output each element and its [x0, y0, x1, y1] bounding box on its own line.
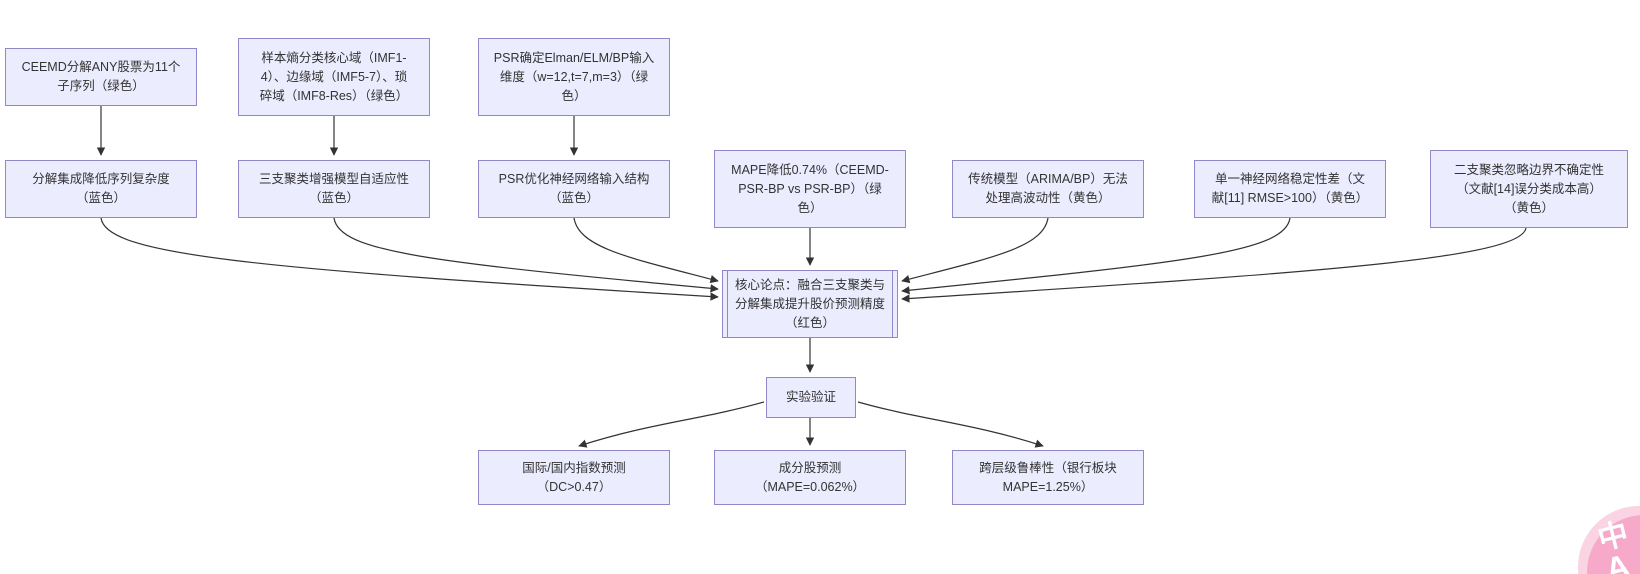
subroutine-left-line [727, 271, 728, 337]
edge-psropt-core [573, 217, 719, 284]
node-psr-input-dimension: PSR确定Elman/ELM/BP输入 维度（w=12,t=7,m=3）（绿 色… [478, 38, 670, 116]
node-index-prediction: 国际/国内指数预测 （DC>0.47） [478, 450, 670, 505]
badge-glyph-a: A [1602, 547, 1634, 574]
edge-threeway-core [333, 217, 719, 293]
core-thesis-label: 核心论点：融合三支聚类与 分解集成提升股价预测精度 （红色） [734, 277, 885, 330]
node-psr-input-structure: PSR优化神经网络输入结构 （蓝色） [478, 160, 670, 218]
edge-experiment-robustness [857, 401, 1044, 448]
edge-decomp-core [100, 217, 719, 301]
node-traditional-model-limits: 传统模型（ARIMA/BP）无法 处理高波动性（黄色） [952, 160, 1144, 218]
node-sample-entropy-domains: 样本熵分类核心域（IMF1- 4）、边缘域（IMF5-7）、琐 碎域（IMF8-… [238, 38, 430, 116]
edge-traditional-core [901, 217, 1049, 284]
node-core-thesis: 核心论点：融合三支聚类与 分解集成提升股价预测精度 （红色） [722, 270, 898, 338]
node-mape-improvement: MAPE降低0.74%（CEEMD- PSR-BP vs PSR-BP）（绿 色… [714, 150, 906, 228]
edge-twoway-core [901, 227, 1527, 303]
node-ceemd-decomposition: CEEMD分解ANY股票为11个 子序列（绿色） [5, 48, 197, 106]
node-decomposition-complexity: 分解集成降低序列复杂度 （蓝色） [5, 160, 197, 218]
edge-singlenn-core [901, 217, 1291, 295]
node-experiment-validation: 实验验证 [766, 377, 856, 418]
node-threeway-adaptivity: 三支聚类增强模型自适应性 （蓝色） [238, 160, 430, 218]
node-twoway-clustering-limits: 二支聚类忽略边界不确定性 （文献[14]误分类成本高） （黄色） [1430, 150, 1628, 228]
subroutine-right-line [892, 271, 893, 337]
edge-experiment-indexpred [578, 401, 765, 448]
node-single-nn-instability: 单一神经网络稳定性差（文 献[11] RMSE>100）（黄色） [1194, 160, 1386, 218]
node-constituent-prediction: 成分股预测 （MAPE=0.062%） [714, 450, 906, 505]
translate-plugin-badge[interactable]: 中 A [1578, 506, 1640, 574]
node-crosslevel-robustness: 跨层级鲁棒性（银行板块 MAPE=1.25%） [952, 450, 1144, 505]
